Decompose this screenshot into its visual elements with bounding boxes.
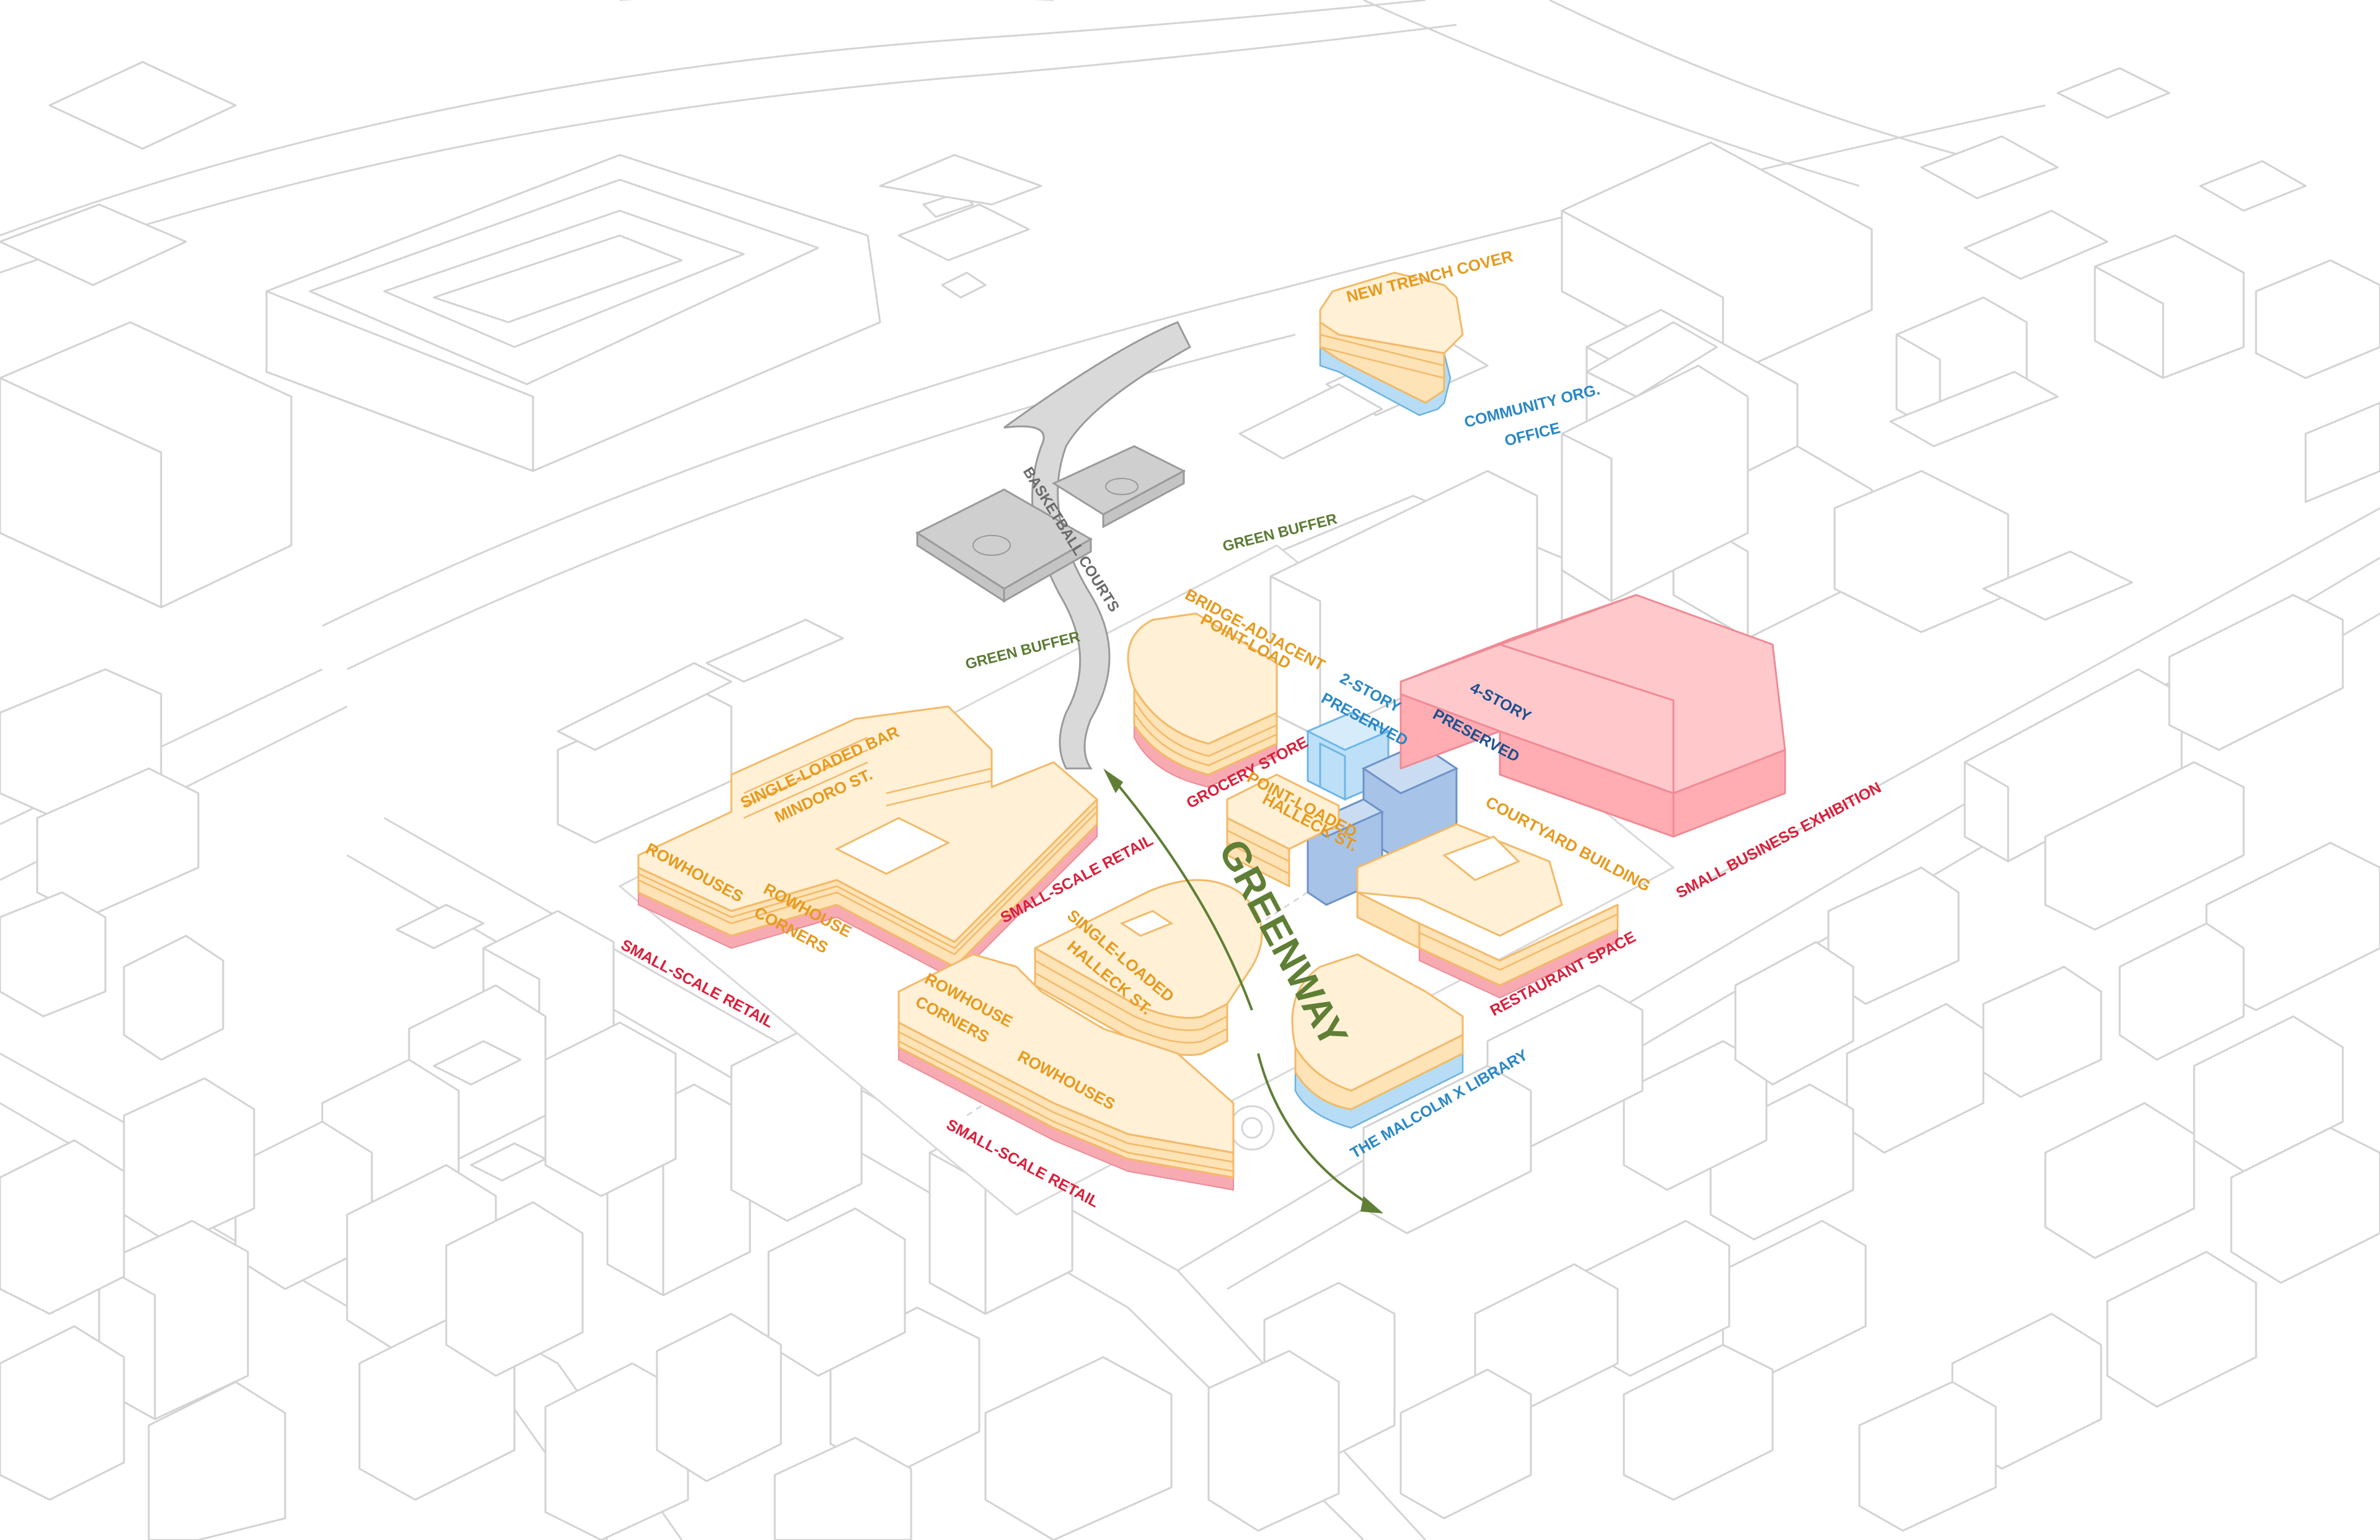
- greenway-arrows: [1103, 768, 1383, 1213]
- mid-context-buildings: [557, 321, 1749, 751]
- basketball-courts: [915, 321, 1191, 770]
- point-loaded-halleck-building: [1226, 773, 1340, 887]
- malcolm-x-library-building: [1291, 953, 1464, 1129]
- two-story-preserved: [1305, 711, 1391, 801]
- label-community-org-2: OFFICE: [1503, 419, 1562, 449]
- bridge-adjacent-building: [1127, 612, 1278, 788]
- rowhouses-lower-building: [897, 953, 1235, 1191]
- single-loaded-bar-building: [637, 705, 1098, 980]
- courtyard-building: [1356, 823, 1619, 999]
- small-business-exhibition-building: [1399, 594, 1786, 838]
- new-trench-cover-building: [1319, 271, 1464, 416]
